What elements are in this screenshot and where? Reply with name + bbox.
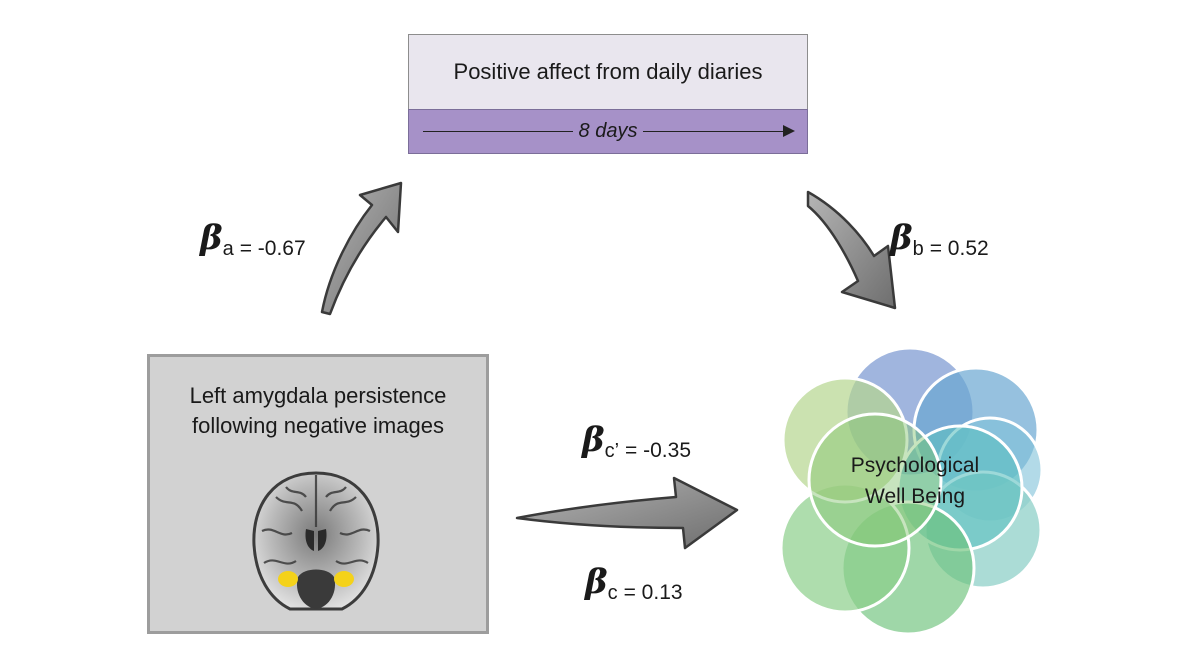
outcome-label: Psychological Well Being [820, 450, 1010, 512]
beta-c-label: βc= 0.13 [585, 562, 683, 604]
beta-c-prime-label: βc’= -0.35 [582, 420, 691, 462]
beta-a-label: βa= -0.67 [200, 218, 306, 260]
beta-b-subscript: b [912, 238, 924, 260]
predictor-title: Left amygdala persistence following nega… [150, 381, 486, 441]
predictor-title-line2: following negative images [192, 413, 444, 438]
flower-petal [807, 412, 943, 548]
flower-petal [781, 376, 909, 504]
beta-a-value: = -0.67 [239, 237, 306, 260]
path-b-arrow [806, 190, 897, 310]
predictor-box: Left amygdala persistence following nega… [147, 354, 489, 634]
beta-b-value: = 0.52 [929, 237, 989, 260]
beta-a-symbol: β [200, 218, 223, 258]
amygdala-highlight-left [278, 571, 298, 587]
outcome-flower [779, 346, 1044, 636]
duration-label: 8 days [572, 120, 644, 143]
beta-b-label: βb= 0.52 [890, 218, 989, 260]
path-c-arrow [515, 476, 739, 550]
mediator-title: Positive affect from daily diaries [408, 34, 808, 110]
beta-b-symbol: β [890, 218, 913, 258]
amygdala-highlight-right [334, 571, 354, 587]
mediator-box: Positive affect from daily diaries 8 day… [408, 34, 808, 154]
beta-a-subscript: a [222, 238, 234, 260]
outcome-label-line2: Well Being [865, 485, 965, 508]
beta-c-prime-subscript: c’ [604, 440, 620, 462]
path-a-arrow [320, 181, 403, 316]
coronal-mri-slice-icon [246, 467, 386, 622]
predictor-title-line1: Left amygdala persistence [189, 383, 447, 408]
mediator-duration-bar: 8 days [408, 109, 808, 154]
outcome-label-line1: Psychological [850, 454, 980, 477]
beta-c-symbol: β [585, 562, 608, 602]
timeline-arrowhead-icon [783, 125, 795, 137]
beta-c-subscript: c [607, 582, 618, 604]
beta-c-prime-symbol: β [582, 420, 605, 460]
beta-c-prime-value: = -0.35 [625, 439, 691, 462]
beta-c-value: = 0.13 [623, 581, 683, 604]
